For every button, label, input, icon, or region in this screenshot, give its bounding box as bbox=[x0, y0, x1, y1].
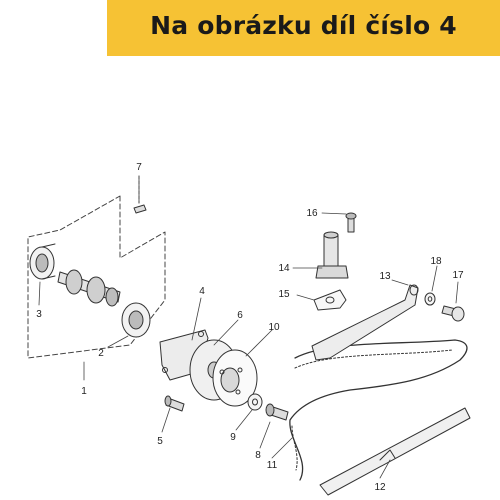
callout-12: 12 bbox=[374, 482, 386, 493]
part-5-bolt bbox=[164, 395, 185, 412]
callout-18: 18 bbox=[430, 256, 442, 267]
highlight-banner: Na obrázku díl číslo 4 bbox=[107, 0, 500, 56]
part-14-tensioner bbox=[315, 231, 349, 279]
callout-9: 9 bbox=[230, 432, 236, 443]
part-16-bolt bbox=[345, 212, 357, 233]
callout-7: 7 bbox=[136, 162, 142, 173]
assembly-group-box bbox=[27, 195, 166, 359]
callout-5: 5 bbox=[157, 436, 163, 447]
part-18-washer bbox=[424, 292, 436, 306]
callout-labels: 1 2 3 4 5 6 7 8 9 10 11 12 13 14 15 16 1… bbox=[36, 162, 464, 493]
callout-15: 15 bbox=[278, 289, 290, 300]
banner-title: Na obrázku díl číslo 4 bbox=[150, 11, 457, 40]
part-17-bolt bbox=[441, 305, 465, 322]
part-2-bearing bbox=[121, 302, 151, 338]
callout-14: 14 bbox=[278, 263, 290, 274]
part-10-sprocket bbox=[212, 349, 258, 407]
part-12-chain-guide bbox=[319, 407, 471, 496]
callout-8: 8 bbox=[255, 450, 261, 461]
leader-lines bbox=[38, 175, 459, 479]
callout-11: 11 bbox=[267, 460, 278, 471]
part-8-bolt bbox=[265, 403, 289, 421]
part-7-pin bbox=[133, 175, 147, 214]
callout-1: 1 bbox=[81, 386, 87, 397]
part-3-bearing bbox=[29, 243, 56, 280]
part-1-camshaft bbox=[57, 269, 121, 307]
part-11-timing-chain bbox=[289, 339, 468, 481]
part-15-gasket bbox=[313, 289, 347, 311]
callout-4: 4 bbox=[199, 286, 205, 297]
callout-13: 13 bbox=[379, 271, 391, 282]
callout-6: 6 bbox=[237, 310, 243, 321]
callout-10: 10 bbox=[268, 322, 280, 333]
part-13-tensioner-guide bbox=[311, 284, 419, 361]
callout-3: 3 bbox=[36, 309, 42, 320]
part-9-washer bbox=[247, 393, 263, 411]
callout-2: 2 bbox=[98, 348, 104, 359]
callout-16: 16 bbox=[306, 208, 318, 219]
callout-17: 17 bbox=[452, 270, 464, 281]
